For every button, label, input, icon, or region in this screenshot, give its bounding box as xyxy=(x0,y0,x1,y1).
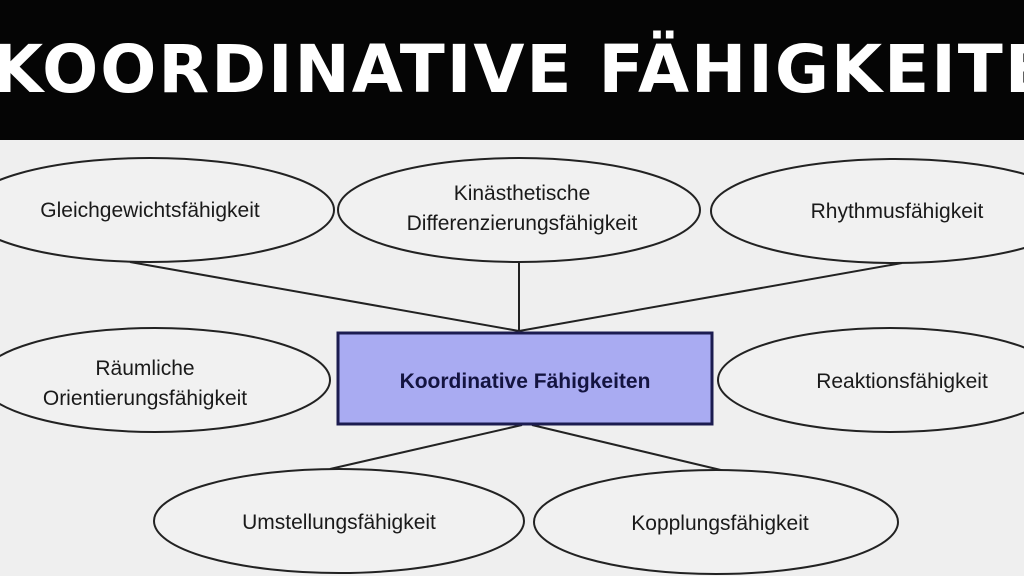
connector-umstellung xyxy=(329,424,523,470)
label-gleichgewicht: Gleichgewichtsfähigkeit xyxy=(40,199,260,222)
center-label: Koordinative Fähigkeiten xyxy=(400,370,651,393)
label-kinaesthetisch-2: Differenzierungsfähigkeit xyxy=(407,212,638,235)
title-banner: KOORDINATIVE FÄHIGKEITEN xyxy=(0,0,1024,140)
center-box xyxy=(336,331,714,426)
label-rhythmus: Rhythmusfähigkeit xyxy=(811,200,984,223)
label-kinaesthetisch-1: Kinästhetische xyxy=(454,182,591,205)
connector-kopplung xyxy=(531,424,726,472)
node-kinaesthetisch xyxy=(337,157,701,263)
label-umstellung: Umstellungsfähigkeit xyxy=(242,511,436,534)
node-kopplung xyxy=(533,469,899,575)
label-reaktion: Reaktionsfähigkeit xyxy=(816,370,988,393)
node-raeumlich xyxy=(0,327,331,433)
connector-rhythmus xyxy=(518,262,903,332)
label-raeumlich-1: Räumliche xyxy=(95,357,194,380)
node-umstellung xyxy=(153,468,525,574)
label-kopplung: Kopplungsfähigkeit xyxy=(631,512,809,535)
connector-gleichgewicht xyxy=(129,261,520,332)
node-gleichgewicht xyxy=(0,157,335,263)
node-rhythmus xyxy=(710,158,1024,264)
banner-title: KOORDINATIVE FÄHIGKEITEN xyxy=(0,31,1024,108)
label-raeumlich-2: Orientierungsfähigkeit xyxy=(43,387,247,410)
node-reaktion xyxy=(717,327,1024,433)
